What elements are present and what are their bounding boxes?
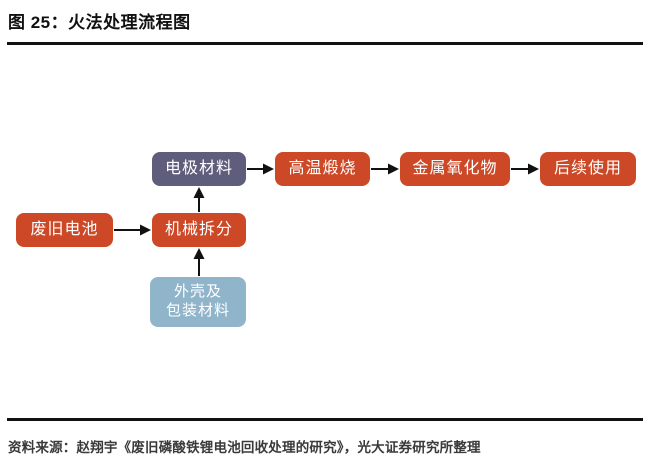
top-divider [7, 42, 643, 45]
figure-title: 图 25：火法处理流程图 [8, 13, 191, 32]
node-waste-battery: 废旧电池 [16, 213, 113, 247]
node-high-temp-calcination: 高温煅烧 [275, 152, 370, 186]
node-metal-oxide: 金属氧化物 [400, 152, 510, 186]
node-electrode-material: 电极材料 [152, 152, 246, 186]
node-shell-packaging: 外壳及 包装材料 [150, 277, 246, 327]
bottom-divider [7, 418, 643, 421]
node-mechanical-split: 机械拆分 [152, 213, 246, 247]
source-note: 资料来源：赵翔宇《废旧磷酸铁锂电池回收处理的研究》，光大证券研究所整理 [8, 440, 481, 455]
node-subsequent-use: 后续使用 [540, 152, 636, 186]
